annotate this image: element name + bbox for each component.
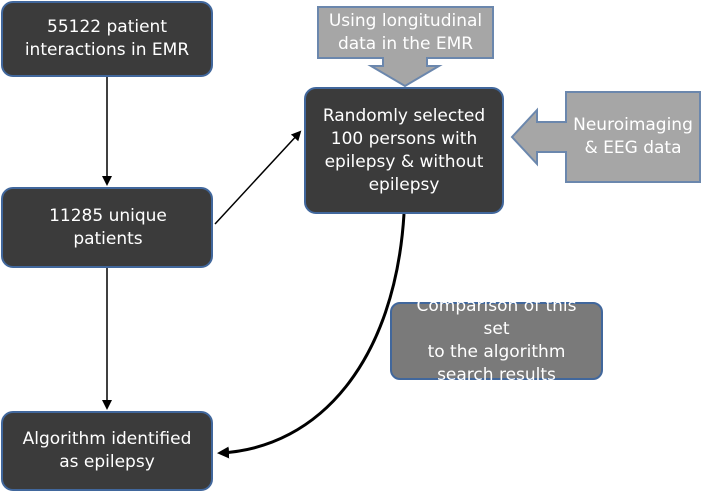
arrow-unique-to-random (214, 130, 302, 225)
node-unique-patients: 11285 unique patients (1, 187, 213, 268)
longitudinal-block-arrow (317, 6, 494, 88)
longitudinal-callout-label: Using longitudinal data in the EMR (328, 10, 483, 54)
node-patient-interactions: 55122 patient interactions in EMR (1, 1, 213, 77)
neuro-callout-label: Neuroimaging & EEG data (573, 115, 693, 158)
node-randomly-selected: Randomly selected 100 persons with epile… (304, 87, 504, 214)
node-algorithm-identified: Algorithm identified as epilepsy (1, 411, 213, 491)
arrow-random-to-algorithm (217, 213, 406, 459)
neuro-block-arrow (510, 91, 701, 183)
node-comparison: Comparison of this set to the algorithm … (390, 296, 603, 385)
